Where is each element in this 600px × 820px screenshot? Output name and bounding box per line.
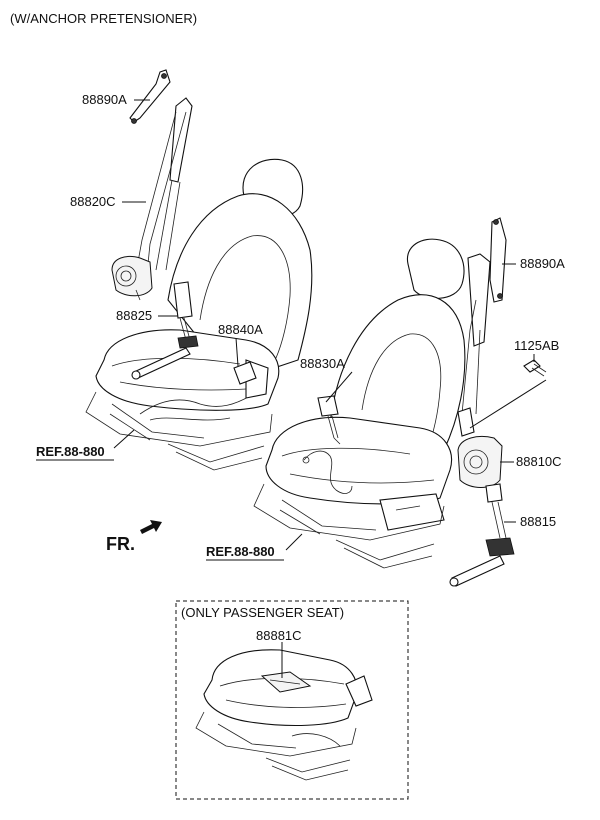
label-88890A-right: 88890A (520, 256, 565, 271)
buckle-right (317, 395, 341, 445)
label-88820C: 88820C (70, 194, 116, 209)
retractor-right (457, 436, 503, 488)
leader-lines (113, 99, 547, 678)
label-88890A-left: 88890A (82, 92, 127, 107)
label-88830A: 88830A (300, 356, 345, 371)
label-1125AB: 1125AB (514, 338, 559, 353)
inset-box (175, 600, 409, 800)
label-88825: 88825 (116, 308, 152, 323)
height-adjuster-left (129, 69, 171, 124)
inset-title: (ONLY PASSENGER SEAT) (181, 605, 344, 620)
ref-label-left: REF.88-880 (36, 444, 105, 459)
right-seat (253, 238, 466, 569)
label-88815: 88815 (520, 514, 556, 529)
belt-switch-left (233, 361, 257, 385)
front-direction-label: FR. (106, 534, 135, 554)
left-seat (85, 158, 313, 471)
belt-assembly-left (111, 97, 193, 301)
ref-label-right: REF.88-880 (206, 544, 275, 559)
diagram-title: (W/ANCHOR PRETENSIONER) (10, 11, 197, 26)
label-88810C: 88810C (516, 454, 562, 469)
anchor-pretensioner (449, 483, 515, 587)
label-88881C: 88881C (256, 628, 302, 643)
height-adjuster-right (489, 217, 507, 303)
belt-webbing-right (457, 253, 491, 437)
front-arrow-icon (140, 520, 162, 534)
buckle-left (131, 281, 199, 380)
label-88840A: 88840A (218, 322, 263, 337)
bolt-1125AB (523, 359, 547, 377)
passenger-seat-cushion (195, 649, 373, 781)
